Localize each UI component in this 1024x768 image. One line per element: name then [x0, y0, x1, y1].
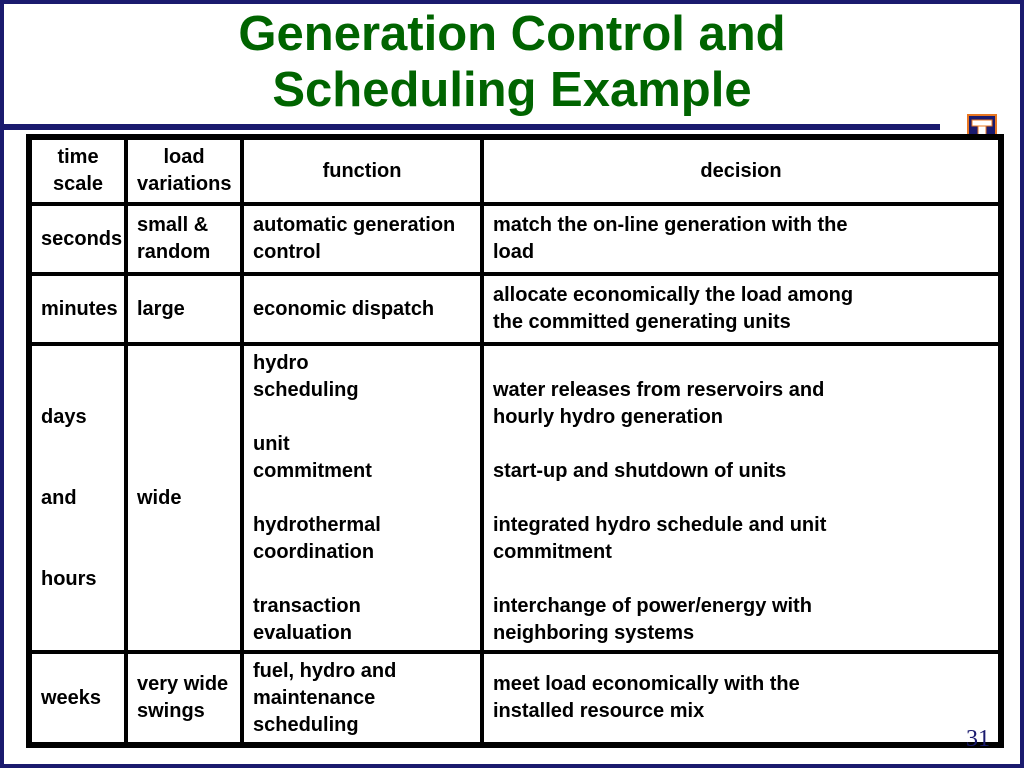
cell-decision: water releases from reservoirs and hourl…	[482, 344, 1000, 652]
header-time-scale: time scale	[30, 138, 126, 204]
header-load-variations: load variations	[126, 138, 242, 204]
cell-load-variation: small & random	[126, 204, 242, 274]
cell-time-scale: weeks	[30, 652, 126, 744]
cell-time-scale: minutes	[30, 274, 126, 344]
table-row-weeks: weeks very wide swings fuel, hydro and m…	[30, 652, 1000, 744]
header-decision: decision	[482, 138, 1000, 204]
cell-time-scale: seconds	[30, 204, 126, 274]
slide-title: Generation Control and Scheduling Exampl…	[4, 6, 1020, 118]
table-header-row: time scale load variations function deci…	[30, 138, 1000, 204]
cell-time-scale: days and hours	[30, 344, 126, 652]
cell-function: hydro scheduling unit commitment hydroth…	[242, 344, 482, 652]
header-function: function	[242, 138, 482, 204]
cell-load-variation: large	[126, 274, 242, 344]
cell-decision: match the on-line generation with the lo…	[482, 204, 1000, 274]
title-line-1: Generation Control and	[238, 7, 786, 61]
table-row-days-hours: days and hours wide hydro scheduling uni…	[30, 344, 1000, 652]
generation-control-table: time scale load variations function deci…	[26, 134, 1004, 748]
table-row-seconds: seconds small & random automatic generat…	[30, 204, 1000, 274]
cell-decision: meet load economically with the installe…	[482, 652, 1000, 744]
title-divider	[4, 124, 940, 130]
cell-function: automatic generation control	[242, 204, 482, 274]
cell-function: economic dispatch	[242, 274, 482, 344]
cell-load-variation: very wide swings	[126, 652, 242, 744]
page-number: 31	[966, 726, 990, 752]
cell-function: fuel, hydro and maintenance scheduling	[242, 652, 482, 744]
table-row-minutes: minutes large economic dispatch allocate…	[30, 274, 1000, 344]
cell-decision: allocate economically the load among the…	[482, 274, 1000, 344]
title-line-2: Scheduling Example	[272, 63, 752, 117]
cell-load-variation: wide	[126, 344, 242, 652]
